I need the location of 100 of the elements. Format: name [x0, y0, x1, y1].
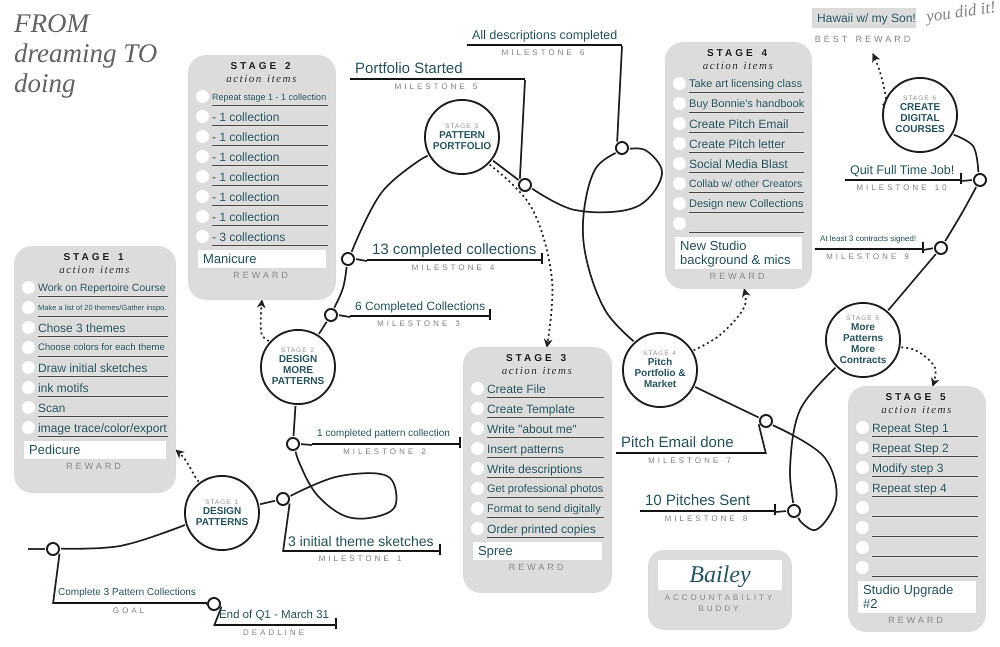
milestone-text: 1 completed pattern collection: [312, 425, 460, 445]
path-line: [582, 152, 634, 342]
leader-line: [922, 247, 934, 251]
milestone-marker: [276, 492, 290, 506]
path-line: [532, 148, 663, 214]
leader-line: [282, 503, 291, 552]
dotted-arrow: [693, 288, 751, 352]
milestone-text: Pitch Email done: [616, 434, 766, 454]
milestone-marker: [759, 414, 773, 428]
milestone-label: MILESTONE 2: [342, 447, 430, 456]
dotted-arrow: [175, 449, 200, 482]
reward-label: BEST REWARD: [814, 34, 914, 44]
stage-title: CREATE DIGITAL COURSES: [894, 102, 946, 135]
action-item: Format to send digitally: [487, 501, 604, 518]
path-line: [888, 254, 937, 311]
action-item: Create Pitch letter: [689, 136, 804, 153]
milestone-label: MILESTONE 4: [410, 263, 498, 272]
action-item: Create Pitch Email: [689, 116, 804, 133]
milestone-text: All descriptions completed: [467, 26, 622, 46]
leader-line: [300, 443, 312, 446]
action-items-heading: action items: [225, 73, 299, 86]
milestone-marker: [286, 437, 300, 451]
action-item: Work on Repertoire Course: [38, 280, 168, 297]
action-item: Repeat Step 1: [872, 420, 978, 437]
action-items-heading: action items: [58, 264, 132, 277]
milestone-marker: [518, 178, 532, 192]
path-line: [28, 548, 45, 550]
action-item: Write "about me": [487, 421, 604, 438]
milestone-marker: [973, 173, 987, 187]
action-item: Collab w/ other Creators: [689, 176, 804, 193]
reward-field: Manicure: [198, 250, 326, 268]
milestone-label: MILESTONE 5: [394, 82, 482, 91]
name-field: Bailey: [658, 560, 782, 590]
action-item: - 3 collections: [212, 229, 328, 246]
reward-label: REWARD: [708, 271, 768, 281]
path-line: [944, 186, 977, 242]
action-items-heading: action items: [500, 365, 574, 378]
stage-card: [14, 246, 176, 493]
milestone-marker: [341, 252, 355, 266]
action-item: Create Template: [487, 401, 604, 418]
milestone-text: 3 initial theme sketches: [283, 532, 440, 552]
stage-heading: STAGE 2: [229, 61, 295, 73]
leader-line: [213, 606, 222, 626]
path-line: [350, 154, 428, 252]
action-item: image trace/color/export: [38, 420, 168, 437]
action-item: Chose 3 themes: [38, 320, 168, 337]
reward-field: Pedicure: [24, 441, 166, 459]
milestone-label: MILESTONE 6: [500, 48, 588, 57]
stage-card: [463, 347, 612, 593]
stage-card: [848, 386, 986, 632]
action-items-heading: action items: [702, 60, 776, 73]
action-item: Insert patterns: [487, 441, 604, 458]
path-line: [260, 500, 276, 506]
action-item: - 1 collection: [212, 189, 328, 206]
milestone-label: MILESTONE 7: [647, 456, 735, 465]
path-line: [492, 160, 520, 181]
action-item: Order printed copies: [487, 521, 604, 538]
milestone-text: Complete 3 Pattern Collections: [53, 584, 207, 604]
milestone-text: Quit Full Time Job!: [845, 161, 961, 181]
note: you did it!: [924, 0, 997, 27]
stage-title: PATTERN PORTFOLIO: [432, 130, 492, 152]
action-item: Draw initial sketches: [38, 360, 168, 377]
path-line: [694, 386, 760, 418]
path-line: [789, 366, 836, 504]
action-item: Write descriptions: [487, 461, 604, 478]
milestone-label: MILESTONE 1: [318, 554, 406, 563]
action-item: Get professional photos: [487, 481, 604, 498]
milestone-label: MILESTONE 9: [825, 252, 913, 261]
action-item: - 1 collection: [212, 129, 328, 146]
action-item: - 1 collection: [212, 149, 328, 166]
milestone-text: 6 Completed Collections: [350, 297, 490, 317]
milestone-text: Portfolio Started: [350, 60, 525, 80]
title: FROM dreaming TO doing: [14, 8, 158, 98]
milestone-marker: [934, 241, 948, 255]
reward-field: Spree: [473, 542, 602, 560]
milestone-label: DEADLINE: [242, 628, 308, 637]
action-item: Social Media Blast: [689, 156, 804, 173]
action-item: Create File: [487, 381, 604, 398]
action-item: Choose colors for each theme: [38, 340, 168, 357]
dotted-arrow: [901, 346, 940, 387]
milestone-text: 10 Pitches Sent: [640, 492, 775, 512]
action-item: Repeat stage 1 - 1 collection: [212, 89, 328, 106]
leader-line: [960, 179, 972, 182]
milestone-marker: [787, 504, 801, 518]
action-item: Take art licensing class: [689, 76, 804, 93]
path-line: [953, 134, 980, 172]
stage-heading: STAGE 3: [504, 353, 570, 365]
reward-field: Studio Upgrade #2: [858, 581, 976, 613]
buddy-label: ACCOUNTABILITY BUDDY: [664, 592, 776, 614]
action-item: Repeat Step 2: [872, 440, 978, 457]
stage-heading: STAGE 4: [706, 48, 772, 60]
action-items-heading: action items: [880, 404, 954, 417]
path-line: [290, 451, 398, 520]
milestone-label: MILESTONE 3: [376, 319, 464, 328]
action-item: Scan: [38, 400, 168, 417]
reward-field: New Studio background & mics: [675, 237, 802, 269]
action-item: Buy Bonnie's handbook: [689, 96, 804, 113]
milestone-label: MILESTONE 8: [664, 514, 752, 523]
milestone-marker: [46, 542, 60, 556]
milestone-marker: [324, 308, 338, 322]
